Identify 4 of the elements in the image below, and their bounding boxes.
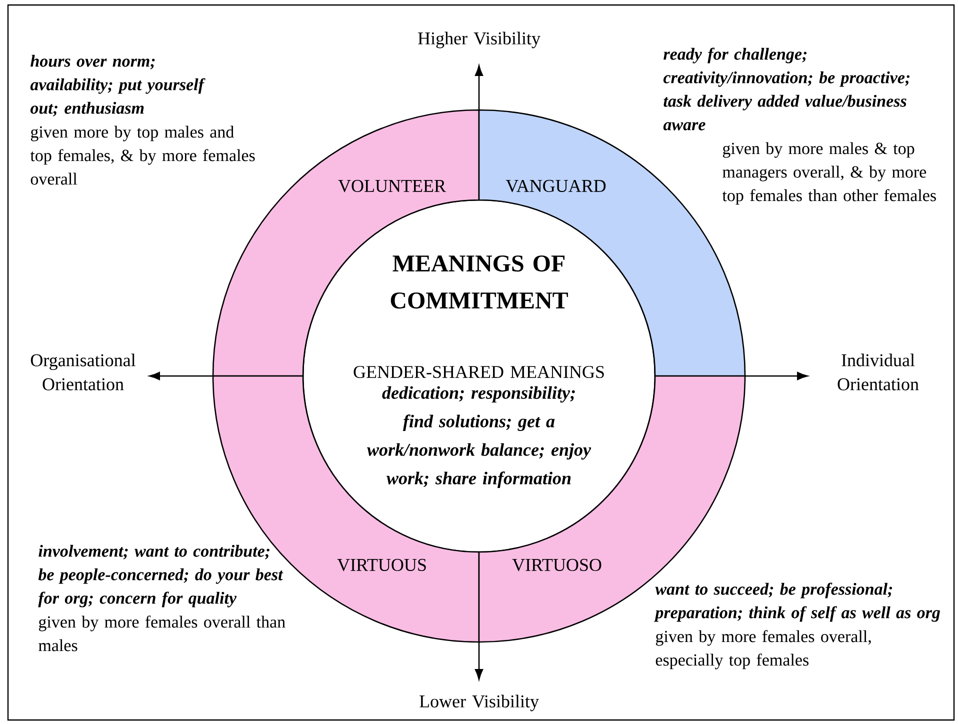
axis-label: Individual Orientation [838,354,919,390]
axis-label: Lower Visibility [420,694,539,712]
axis-label: Organisational Orientation [30,354,136,390]
axis-label: Higher Visibility [418,32,540,48]
